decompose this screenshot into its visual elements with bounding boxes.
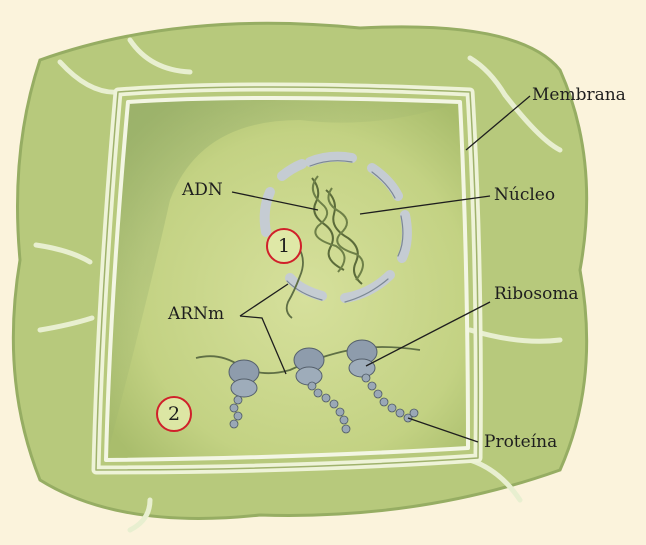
ribosome-1: [229, 360, 259, 397]
step-marker-2: 2: [156, 396, 192, 432]
step-marker-1: 1: [266, 228, 302, 264]
label-arnm: ARNm: [168, 306, 224, 323]
ribosome-2: [294, 348, 324, 385]
label-nucleo: Núcleo: [494, 187, 555, 204]
label-ribosoma: Ribosoma: [494, 286, 579, 303]
label-proteina: Proteína: [484, 434, 557, 451]
label-membrana: Membrana: [532, 87, 626, 104]
ribosome-3: [347, 340, 377, 377]
label-adn: ADN: [182, 182, 223, 199]
